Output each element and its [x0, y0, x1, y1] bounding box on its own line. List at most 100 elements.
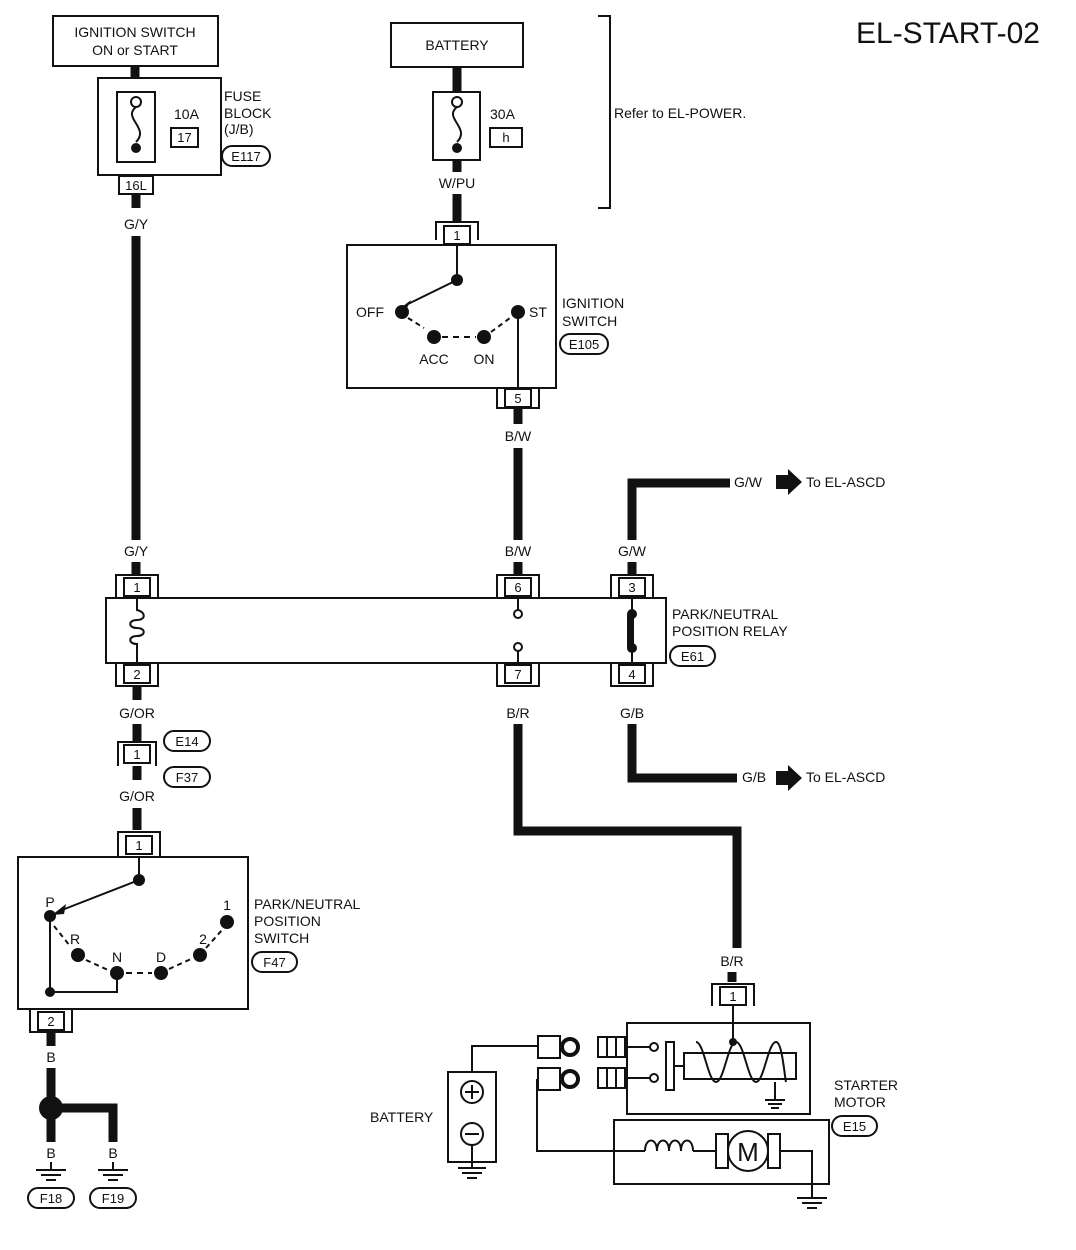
fuse-block-terminal: 16L	[118, 175, 154, 195]
fuse-block: 10A 17 FUSE BLOCK (J/B) E117	[97, 77, 272, 176]
refer-bracket	[598, 15, 611, 209]
wire-br-bottom-label: B/R	[720, 953, 743, 969]
wire-b-label: B	[46, 1049, 55, 1065]
pn-label-line3: SWITCH	[254, 930, 309, 946]
wire-wpu-label: W/PU	[439, 175, 476, 191]
pn-pos-p: P	[45, 894, 54, 910]
ign-pos-on: ON	[474, 351, 495, 367]
pn-label-line2: POSITION	[254, 913, 321, 929]
starter-solenoid	[597, 1006, 811, 1115]
wire-gw-ascd-label: G/W	[734, 474, 763, 490]
relay-pin-4-label: 4	[628, 667, 635, 682]
refer-note: Refer to EL-POWER.	[614, 105, 746, 121]
relay-pin-4: 4	[610, 663, 654, 687]
ignition-power-line1: IGNITION SWITCH	[74, 24, 195, 40]
wire-gb-ascd-label: G/B	[742, 769, 766, 785]
ignition-switch: OFF ACC ON ST	[346, 244, 557, 389]
wire-bw-mid-label: B/W	[505, 543, 532, 559]
starter-battery	[447, 1035, 580, 1179]
pn-connector: F47	[263, 955, 285, 970]
relay-pin-2: 2	[115, 663, 159, 687]
relay-pin-1: 1	[115, 574, 159, 598]
ign-pin-in: 1	[453, 228, 460, 243]
fuse-block-line1: FUSE	[224, 88, 261, 104]
starter-battery-label: BATTERY	[370, 1109, 434, 1125]
pn-pos-d: D	[156, 949, 166, 965]
pn-pos-1: 1	[223, 897, 231, 913]
fuse-block-connector: E117	[231, 149, 260, 164]
relay-pin-7-label: 7	[514, 667, 521, 682]
pn-switch-pin-out: 2	[29, 1010, 73, 1033]
fuse-30a-id: h	[502, 130, 509, 145]
ign-pos-off: OFF	[356, 304, 384, 320]
wire-br-top-label: B/R	[506, 705, 529, 721]
wire-gor-bottom-label: G/OR	[119, 788, 155, 804]
fuse-block-line3: (J/B)	[224, 121, 254, 137]
joint-pin-label: 1	[133, 747, 140, 762]
ground-left-label: F18	[40, 1191, 62, 1206]
ignition-power-line2: ON or START	[92, 42, 178, 58]
ign-pos-acc: ACC	[419, 351, 449, 367]
fuse-terminal-label: 16L	[125, 178, 147, 193]
wire-gw-label: G/W	[618, 543, 647, 559]
fuse-block-line2: BLOCK	[224, 105, 272, 121]
relay-pin-7: 7	[496, 663, 540, 687]
joint-connector: 1 E14 F37	[117, 730, 211, 788]
starter-label-line2: MOTOR	[834, 1094, 886, 1110]
wire-b-left-label: B	[46, 1145, 55, 1161]
ground-icon	[797, 1190, 827, 1209]
starter-pin-label: 1	[729, 989, 736, 1004]
battery-top: BATTERY	[390, 22, 524, 68]
ignition-switch-pin-in: 1	[435, 221, 479, 245]
ign-pos-st: ST	[529, 304, 547, 320]
starter-label-line1: STARTER	[834, 1077, 898, 1093]
wire-b-right-label: B	[108, 1145, 117, 1161]
pn-pin-in: 1	[135, 838, 142, 853]
wire-bw-top-label: B/W	[505, 428, 532, 444]
joint-conn-a: E14	[175, 734, 198, 749]
joint-conn-b: F37	[176, 770, 198, 785]
battery-top-label: BATTERY	[425, 37, 489, 53]
ground-right-label: F19	[102, 1191, 124, 1206]
wire-gor-top-label: G/OR	[119, 705, 155, 721]
ign-label-line2: SWITCH	[562, 313, 617, 329]
ascd-target-bottom: To EL-ASCD	[806, 769, 885, 785]
relay-pin-2-label: 2	[133, 667, 140, 682]
pn-pos-r: R	[70, 931, 80, 947]
starter-pin: 1	[711, 983, 755, 1006]
fuse-30a-rating: 30A	[490, 106, 516, 122]
ignition-power-source: IGNITION SWITCH ON or START	[52, 15, 219, 67]
pn-pos-2: 2	[199, 931, 207, 947]
arrow-right-icon	[776, 469, 802, 495]
ign-label-line1: IGNITION	[562, 295, 624, 311]
pn-switch: P R N D 2 1	[17, 856, 249, 1010]
diagram-id: EL-START-02	[856, 17, 1040, 50]
pn-switch-pin-in: 1	[117, 831, 161, 856]
ign-pin-out: 5	[514, 391, 521, 406]
ignition-switch-pin-out: 5	[496, 388, 540, 409]
wire-gy-top-label: G/Y	[124, 216, 149, 232]
arrow-right-icon	[776, 765, 802, 791]
relay-label-line2: POSITION RELAY	[672, 623, 788, 639]
pn-label-line1: PARK/NEUTRAL	[254, 896, 361, 912]
starter-motor-body: M	[536, 1079, 830, 1190]
ign-connector: E105	[569, 337, 599, 352]
ground-icon	[98, 1162, 128, 1181]
relay-pin-3: 3	[610, 574, 654, 598]
fuse-rating: 10A	[174, 106, 200, 122]
fuse-30a: 30A h	[432, 91, 523, 161]
relay-connector: E61	[681, 649, 704, 664]
wire-gb-label: G/B	[620, 705, 644, 721]
ground-icon	[36, 1162, 66, 1181]
pn-pin-out: 2	[47, 1014, 54, 1029]
fuse-number: 17	[177, 130, 191, 145]
relay-pin-1-label: 1	[133, 580, 140, 595]
ascd-target-top: To EL-ASCD	[806, 474, 885, 490]
relay-pin-6: 6	[496, 574, 540, 598]
relay-pin-3-label: 3	[628, 580, 635, 595]
motor-symbol: M	[737, 1137, 759, 1167]
wire-gy-mid-label: G/Y	[124, 543, 149, 559]
relay-body	[105, 597, 667, 664]
starter-connector: E15	[843, 1119, 866, 1134]
